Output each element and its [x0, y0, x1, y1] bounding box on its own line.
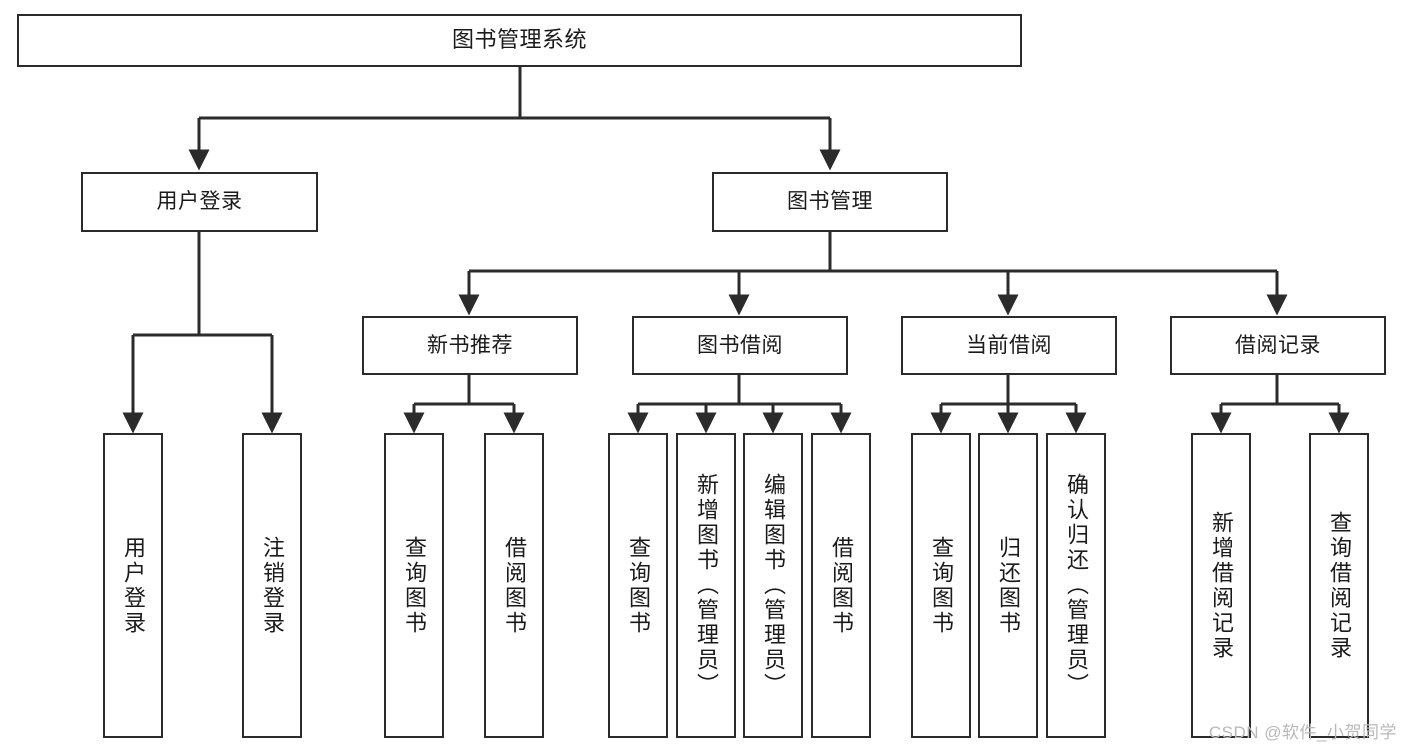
node-current-borrow[interactable]: 当前借阅 — [901, 316, 1117, 375]
node-label: 图书借阅 — [697, 333, 783, 357]
node-label: 查询借阅记录 — [1326, 510, 1352, 661]
leaf-recommend-borrow-book[interactable]: 借阅图书 — [484, 433, 544, 738]
node-label: 图书管理系统 — [451, 27, 587, 53]
node-label: 注销登录 — [259, 535, 285, 636]
node-label: 新增借阅记录 — [1208, 510, 1234, 661]
leaf-recommend-query-book[interactable]: 查询图书 — [384, 433, 444, 738]
leaf-borrow-borrow-book[interactable]: 借阅图书 — [811, 433, 871, 738]
node-label: 图书管理 — [787, 190, 873, 214]
leaf-current-return-book[interactable]: 归还图书 — [978, 433, 1038, 738]
leaf-current-query-book[interactable]: 查询图书 — [911, 433, 971, 738]
leaf-borrow-add-book-admin[interactable]: 新增图书（管理员） — [676, 433, 736, 738]
node-label: 借阅图书 — [501, 535, 527, 636]
leaf-borrow-query-book[interactable]: 查询图书 — [608, 433, 668, 738]
node-label: 新书推荐 — [427, 333, 513, 357]
node-label: 编辑图书（管理员） — [760, 473, 786, 698]
leaf-user-login-login[interactable]: 用户登录 — [103, 433, 163, 738]
node-label: 查询图书 — [401, 535, 427, 636]
node-label: 查询图书 — [625, 535, 651, 636]
node-label: 用户登录 — [120, 535, 146, 636]
node-borrow-record[interactable]: 借阅记录 — [1170, 316, 1386, 375]
node-label: 确认归还（管理员） — [1063, 473, 1089, 698]
node-root-book-management-system[interactable]: 图书管理系统 — [17, 14, 1022, 67]
leaf-record-add-borrow-record[interactable]: 新增借阅记录 — [1191, 433, 1251, 738]
leaf-record-query-borrow-record[interactable]: 查询借阅记录 — [1309, 433, 1369, 738]
node-label: 借阅图书 — [828, 535, 854, 636]
leaf-current-confirm-return-admin[interactable]: 确认归还（管理员） — [1046, 433, 1106, 738]
node-label: 查询图书 — [928, 535, 954, 636]
node-user-login[interactable]: 用户登录 — [81, 172, 318, 232]
node-label: 当前借阅 — [966, 333, 1052, 357]
node-label: 用户登录 — [156, 190, 243, 214]
node-book-management[interactable]: 图书管理 — [712, 172, 948, 232]
node-label: 新增图书（管理员） — [693, 473, 719, 698]
node-book-borrow[interactable]: 图书借阅 — [632, 316, 848, 375]
node-new-book-recommend[interactable]: 新书推荐 — [362, 316, 578, 375]
node-label: 借阅记录 — [1235, 333, 1321, 357]
node-label: 归还图书 — [995, 535, 1021, 636]
leaf-user-login-logout[interactable]: 注销登录 — [242, 433, 302, 738]
leaf-borrow-edit-book-admin[interactable]: 编辑图书（管理员） — [743, 433, 803, 738]
